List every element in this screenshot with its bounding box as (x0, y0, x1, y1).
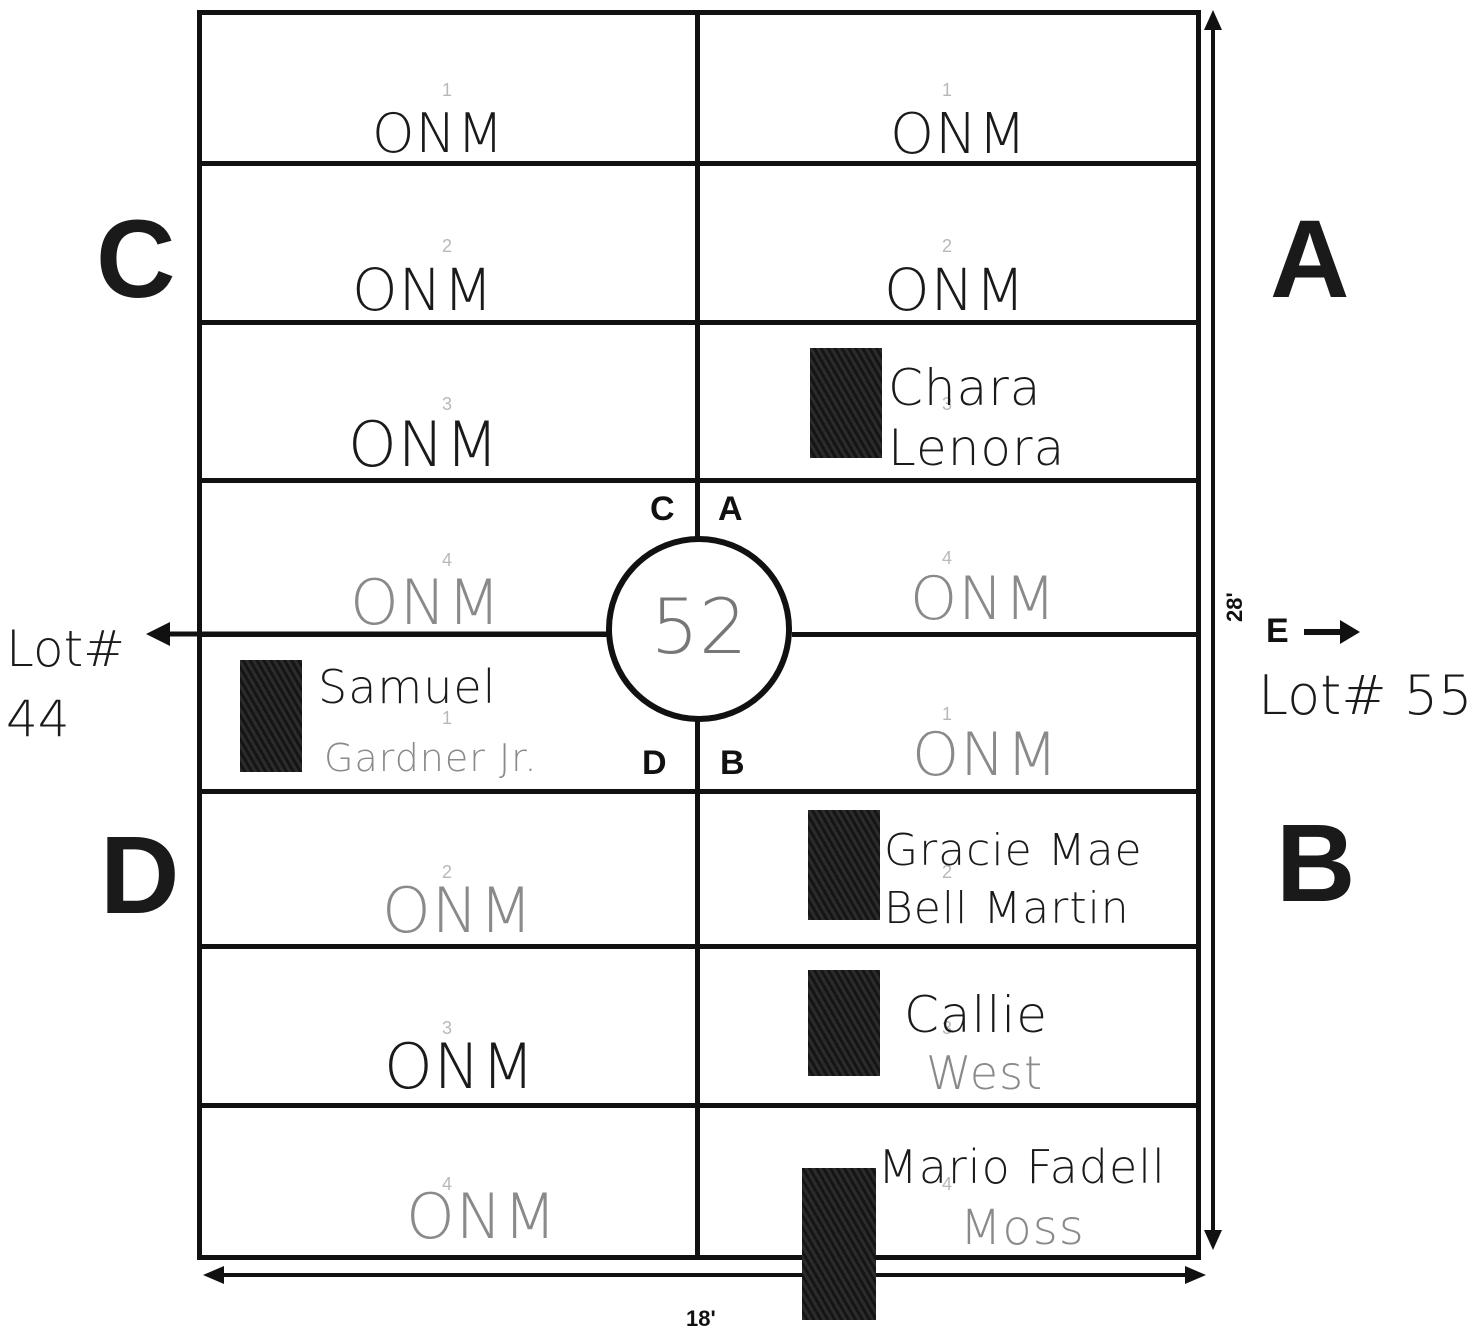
height-dimension: 28' (1222, 592, 1247, 622)
row-divider-6 (197, 944, 1201, 949)
space-number-a1: 1 (942, 80, 953, 100)
lot-number: 52 (650, 582, 748, 671)
headstone-marker-d1 (240, 660, 302, 772)
headstone-marker-a3 (810, 348, 882, 458)
row-divider-3 (197, 478, 1201, 483)
width-dimension: 18' (686, 1306, 716, 1331)
headstone-marker-b2 (808, 810, 880, 920)
space-number-d1: 1 (442, 708, 453, 728)
space-number-d2: 2 (442, 862, 453, 882)
space-number-b1: 1 (942, 704, 953, 724)
space-number-c3: 3 (442, 394, 453, 414)
space-name-c3: ONM (348, 408, 500, 481)
quadrant-label-d: D (100, 814, 180, 937)
quadrant-label-c: C (96, 198, 176, 321)
quadrant-label-b: B (1276, 802, 1356, 925)
east-label: E (1266, 612, 1289, 650)
row-divider-5 (197, 789, 1201, 794)
space-name-a1: ONM (890, 102, 1028, 167)
row-divider-4-right (792, 632, 1201, 637)
height-arrow-bottom (1204, 1230, 1222, 1250)
space-name-b3: Callie (904, 986, 1048, 1044)
lot-number-circle: 52 (606, 536, 792, 722)
space-name-b1: ONM (912, 720, 1059, 790)
space-number-b4: 4 (942, 1174, 953, 1194)
space-name-d3: ONM (384, 1030, 536, 1103)
quadrant-label-a: A (1270, 198, 1350, 321)
space-number-c4: 4 (442, 550, 453, 570)
space-name-d4: ONM (406, 1180, 558, 1253)
center-label-b: B (720, 744, 745, 782)
space-name2-d1: Gardner Jr. (324, 736, 538, 780)
space-name-d2: ONM (382, 874, 534, 947)
height-arrow-top (1204, 10, 1222, 30)
space-name-c1: ONM (372, 102, 505, 165)
space-number-d3: 3 (442, 1018, 453, 1038)
center-label-c: C (650, 490, 675, 528)
space-number-c1: 1 (442, 80, 453, 100)
space-number-a4: 4 (942, 548, 953, 568)
space-name-c2: ONM (352, 256, 495, 324)
space-name2-b4: Moss (960, 1200, 1085, 1256)
space-name-a4: ONM (910, 564, 1057, 634)
space-name-b2: Gracie Mae Bell Martin (884, 825, 1143, 934)
space-number-d4: 4 (442, 1174, 453, 1194)
space-name-c4: ONM (350, 566, 502, 639)
row-divider-7 (197, 1103, 1201, 1108)
space-number-c2: 2 (442, 236, 453, 256)
row-divider-1 (197, 161, 1201, 166)
space-name-a3: Chara Lenora (888, 359, 1066, 477)
center-label-a: A (718, 490, 743, 528)
width-arrow-left (203, 1266, 224, 1284)
space-name-d1: Samuel (318, 660, 497, 714)
space-name-a2: ONM (884, 256, 1027, 324)
space-name2-b3: West (926, 1046, 1044, 1100)
space-name-b4: Mario Fadell (878, 1140, 1166, 1194)
headstone-marker-b4 (802, 1168, 876, 1320)
width-arrow-right (1185, 1266, 1206, 1284)
lot-reference-left: Lot# 44 (6, 620, 126, 748)
space-number-b2: 2 (942, 862, 953, 882)
lot-44-arrowhead (146, 622, 170, 646)
row-divider-2 (197, 320, 1201, 325)
center-label-d: D (642, 744, 667, 782)
lot-reference-right: Lot# 55 (1258, 664, 1473, 727)
east-arrowhead (1340, 620, 1360, 644)
headstone-marker-b3 (808, 970, 880, 1076)
space-number-a3: 3 (942, 394, 953, 414)
space-number-b3: 3 (942, 1018, 953, 1038)
space-number-a2: 2 (942, 236, 953, 256)
